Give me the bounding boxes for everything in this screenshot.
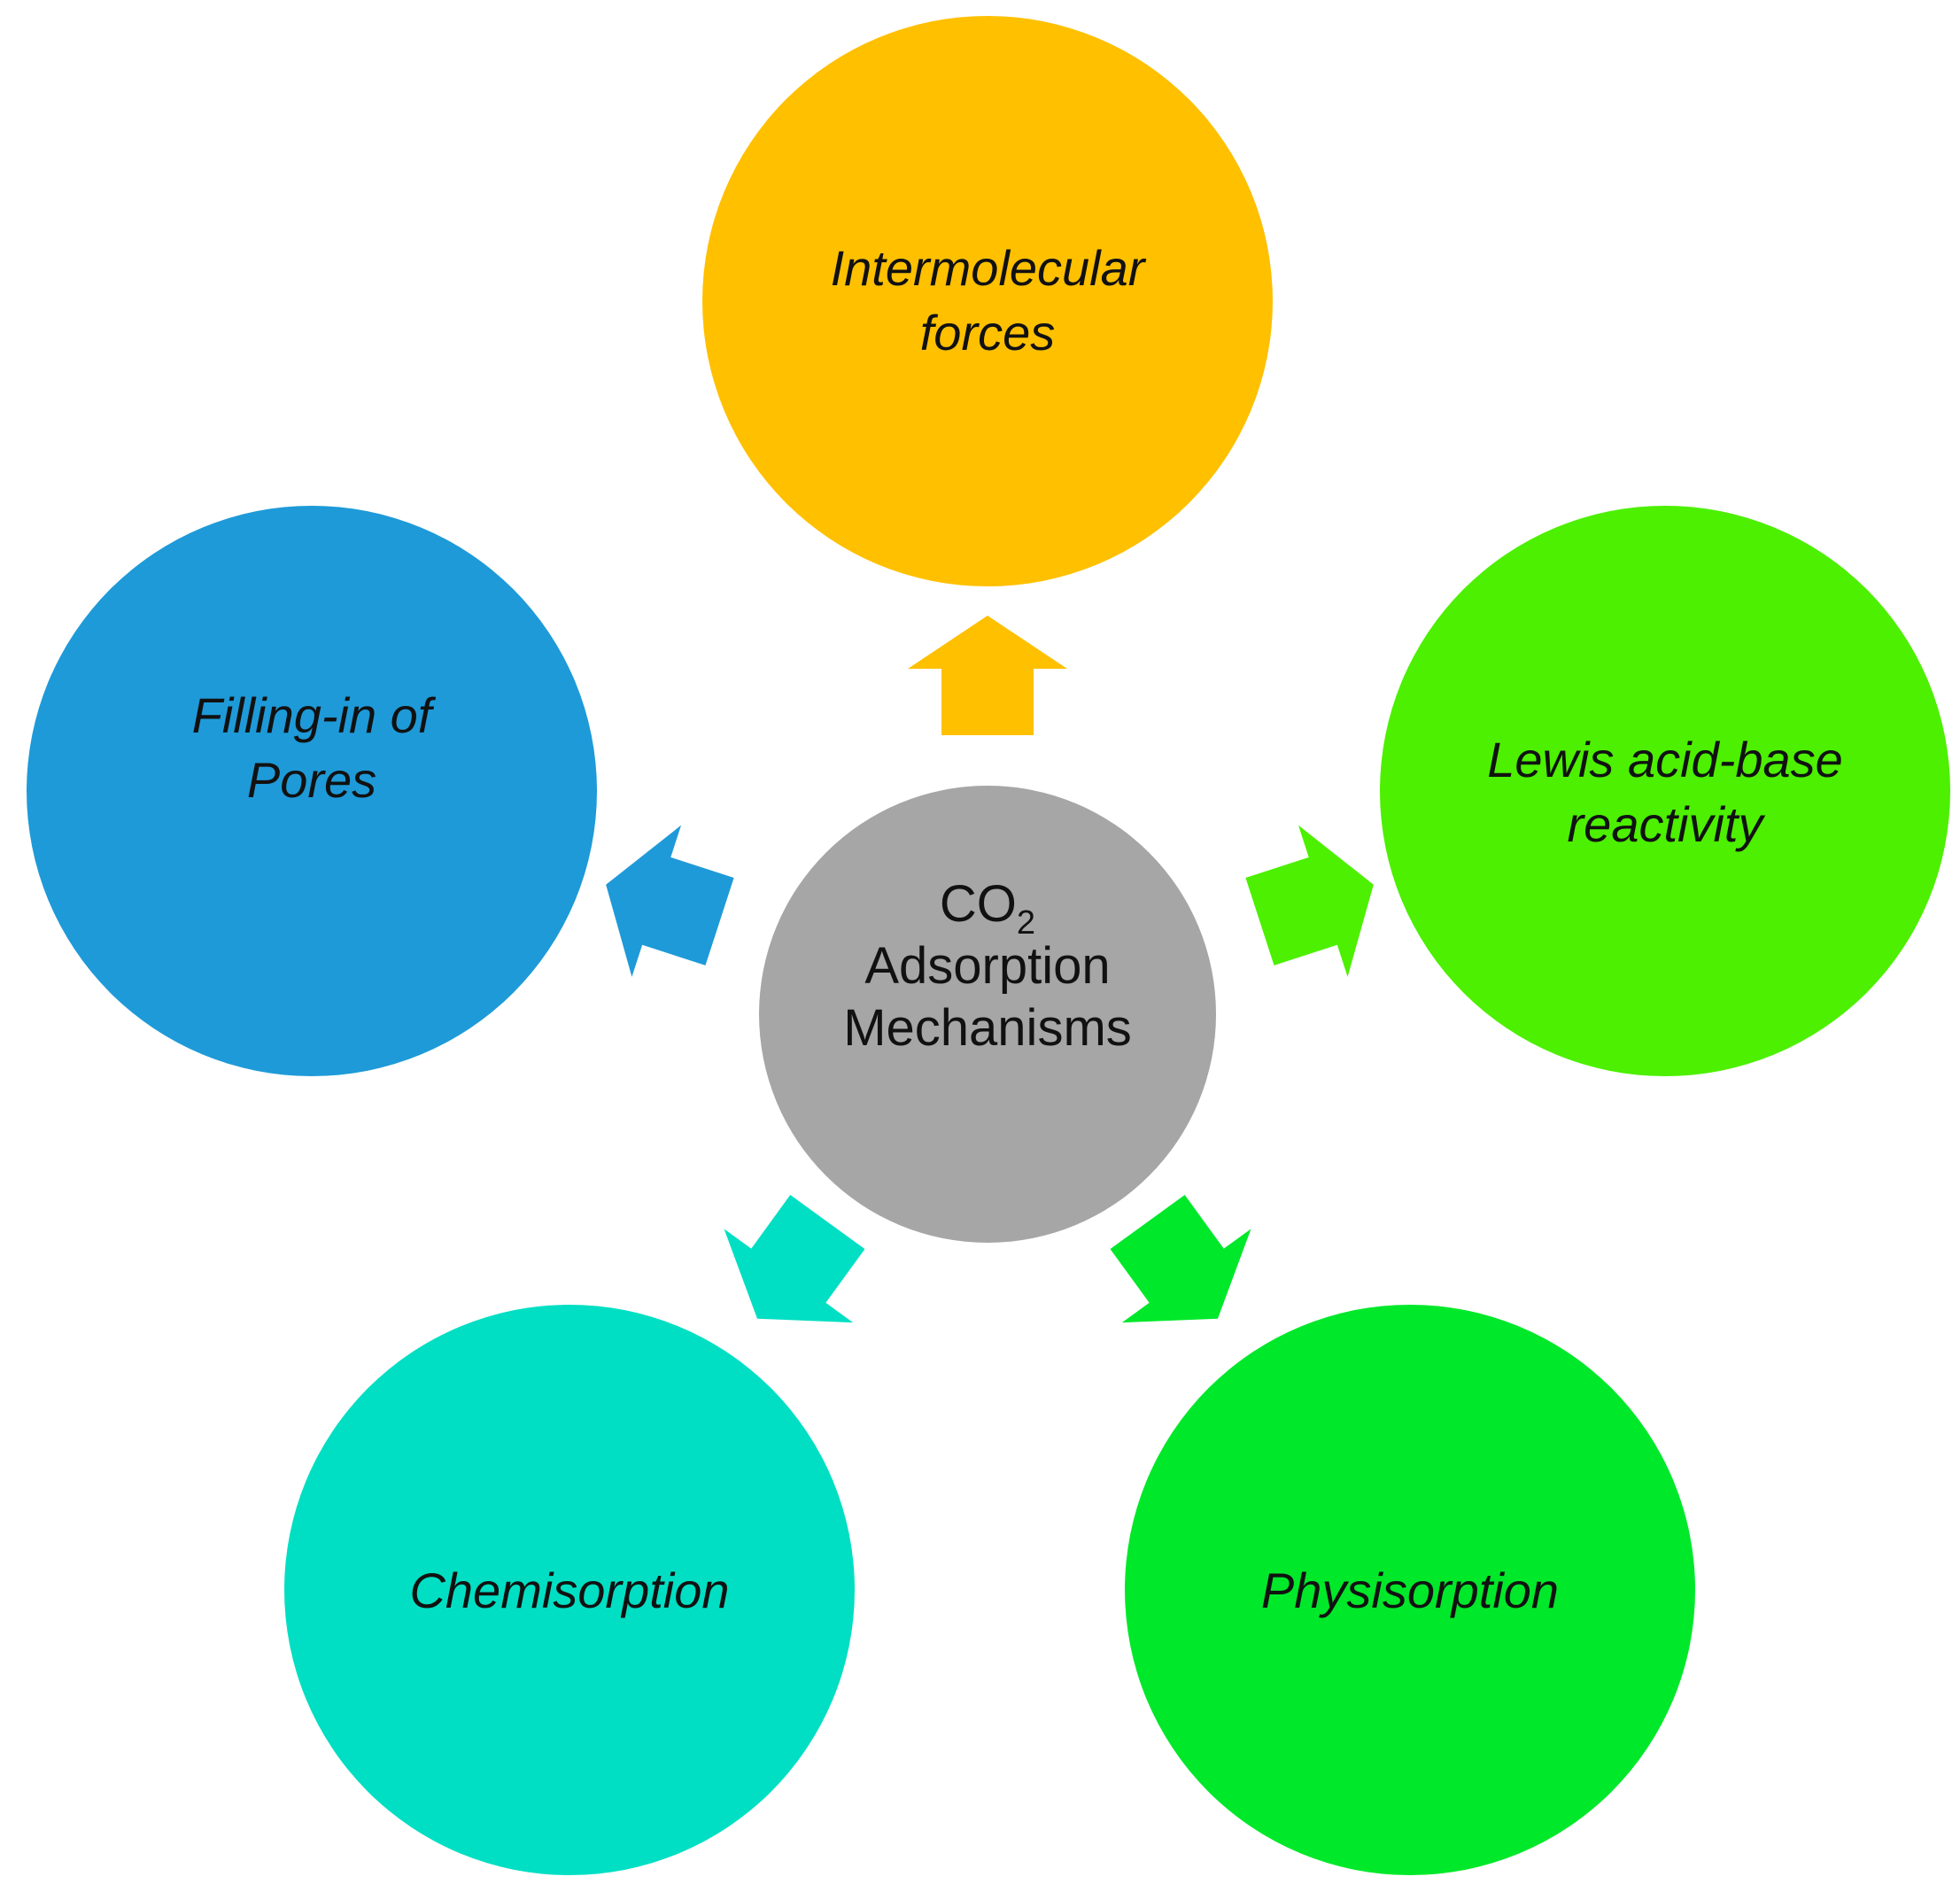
node-lewis-label-line1: Lewis acid-base — [1487, 732, 1843, 787]
node-lewis-label-line2: reactivity — [1568, 796, 1766, 852]
center-label-co: CO — [940, 875, 1017, 933]
arrow-to-lewis — [1245, 825, 1374, 977]
center-node: CO2 Adsorption Mechanisms — [759, 786, 1216, 1243]
node-chemisorption-label: Chemisorption — [409, 1562, 729, 1618]
node-physisorption: Physisorption — [1125, 1305, 1695, 1875]
node-intermolecular-label-line2: forces — [920, 305, 1056, 361]
node-chemisorption: Chemisorption — [284, 1305, 855, 1875]
node-intermolecular-label-line1: Intermolecular — [831, 240, 1147, 296]
arrow-to-chemisorption — [724, 1194, 865, 1323]
node-filling-in-of-pores: Filling-in of Pores — [27, 506, 597, 1076]
node-physisorption-label: Physisorption — [1261, 1562, 1559, 1618]
arrow-to-pores — [606, 825, 734, 977]
center-label-subscript: 2 — [1017, 904, 1035, 942]
center-label-line3: Mechanisms — [843, 999, 1132, 1057]
node-intermolecular-forces: Intermolecular forces — [702, 16, 1273, 586]
arrow-to-intermolecular — [908, 616, 1067, 735]
arrow-to-physisorption — [1110, 1194, 1251, 1323]
node-pores-label-line2: Pores — [247, 752, 376, 808]
node-lewis-acid-base: Lewis acid-base reactivity — [1380, 506, 1950, 1076]
center-label-line2: Adsorption — [864, 937, 1110, 995]
center-label-line1: CO2 — [940, 875, 1035, 942]
node-pores-label-line1: Filling-in of — [192, 687, 437, 743]
